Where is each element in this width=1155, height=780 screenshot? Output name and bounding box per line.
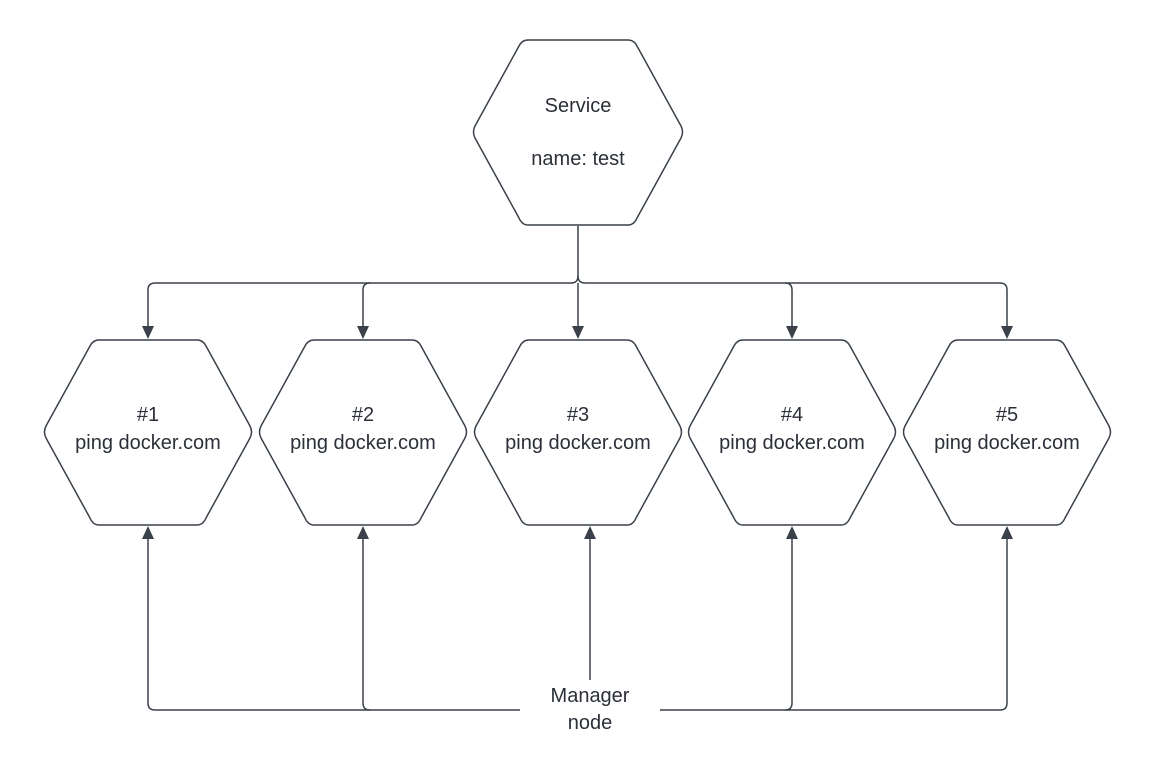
- arrow-up-task-5: [1001, 526, 1013, 539]
- arrow-down-task-1: [142, 326, 154, 339]
- manager-left-bus: [147, 538, 520, 711]
- service-arrowheads: [142, 326, 1013, 339]
- service-to-task-2: [577, 275, 1008, 326]
- manager-to-task-2: [362, 538, 371, 711]
- service-node: Service name: test: [472, 39, 684, 226]
- arrow-down-task-4: [786, 326, 798, 339]
- arrow-up-task-2: [357, 526, 369, 539]
- manager-right-bus: [660, 538, 1008, 711]
- task-command: ping docker.com: [290, 432, 436, 454]
- arrow-up-task-3: [584, 526, 596, 539]
- task-command: ping docker.com: [75, 432, 221, 454]
- arrow-down-task-2: [357, 326, 369, 339]
- manager-label-line-1: Manager: [551, 685, 630, 707]
- task-node-4: #4 ping docker.com: [687, 339, 897, 526]
- service-name: name: test: [531, 148, 625, 170]
- arrow-up-task-1: [142, 526, 154, 539]
- manager-to-task-4: [784, 538, 793, 711]
- manager-arrowheads: [142, 526, 1013, 539]
- task-hexagon: [902, 339, 1112, 526]
- task-command: ping docker.com: [934, 432, 1080, 454]
- task-id: #1: [137, 404, 159, 426]
- manager-connectors: [147, 538, 1008, 711]
- arrow-up-task-4: [786, 526, 798, 539]
- task-id: #2: [352, 404, 374, 426]
- task-id: #4: [781, 404, 803, 426]
- task-id: #3: [567, 404, 589, 426]
- task-node-2: #2 ping docker.com: [258, 339, 468, 526]
- service-connectors: [147, 226, 1008, 326]
- task-hexagon: [258, 339, 468, 526]
- arrow-down-task-3: [572, 326, 584, 339]
- task-hexagon: [687, 339, 897, 526]
- task-hexagon: [473, 339, 683, 526]
- task-id: #5: [996, 404, 1018, 426]
- task-node-1: #1 ping docker.com: [43, 339, 253, 526]
- task-command: ping docker.com: [719, 432, 865, 454]
- service-branch-4: [784, 282, 793, 326]
- arrow-down-task-5: [1001, 326, 1013, 339]
- task-node-3: #3 ping docker.com: [473, 339, 683, 526]
- task-hexagon: [43, 339, 253, 526]
- manager-node: Manager node: [551, 685, 630, 734]
- task-node-5: #5 ping docker.com: [902, 339, 1112, 526]
- service-title: Service: [545, 95, 612, 117]
- service-branch-2: [362, 282, 371, 326]
- task-command: ping docker.com: [505, 432, 651, 454]
- manager-label-line-2: node: [568, 712, 613, 734]
- service-hexagon: [472, 39, 684, 226]
